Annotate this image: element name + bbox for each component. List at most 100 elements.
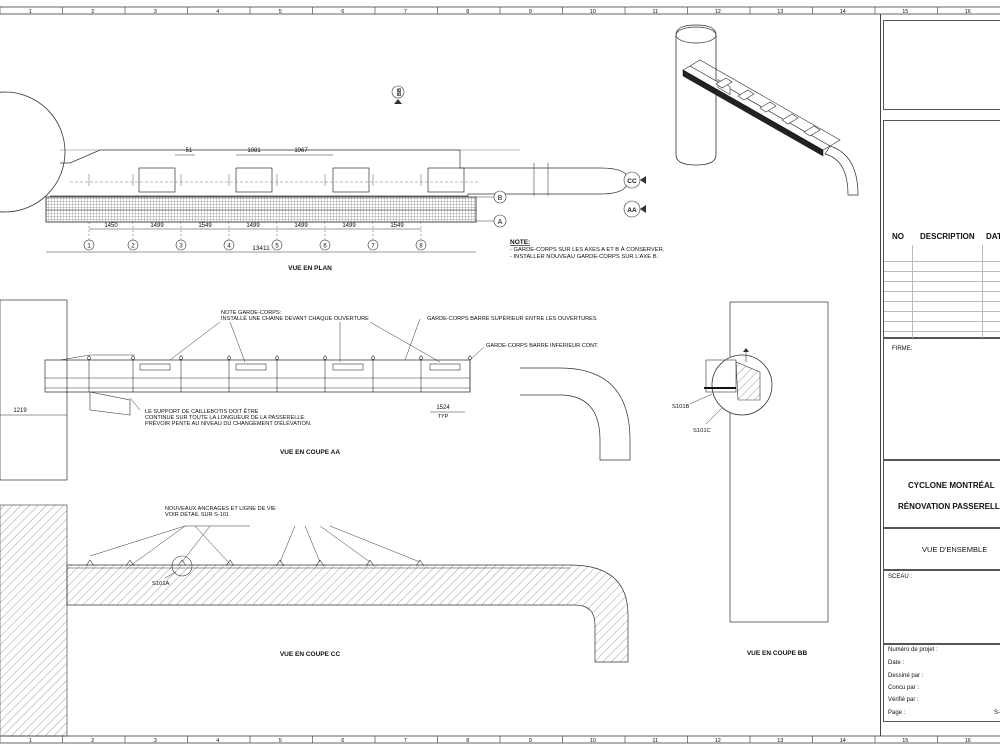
aa-note-support: PRÉVOIR PENTE AU NIVEAU DU CHANGEMENT D'…	[145, 420, 312, 427]
axis-number: 8	[419, 244, 423, 250]
plan-bay-dim: 1499	[246, 223, 260, 229]
seal-box: SCEAU :	[883, 570, 1000, 644]
section-aa-title: VUE EN COUPE AA	[280, 449, 340, 456]
svg-text:BB: BB	[397, 88, 403, 96]
column-label: 5	[279, 9, 282, 15]
firm-label: FIRME:	[892, 346, 913, 352]
section-marker-bb: BB	[391, 85, 405, 104]
section-cc-title: VUE EN COUPE CC	[280, 651, 341, 658]
axis-bubble	[83, 239, 95, 251]
column-label: 1	[29, 738, 32, 744]
plan-note-line: - GARDE-CORPS SUR LES AXES A ET B À CONS…	[510, 246, 665, 253]
field-date: Date :	[888, 660, 905, 666]
field-checked-by: Vérifié par :	[888, 697, 919, 703]
opening	[138, 167, 176, 193]
axis-bubble	[223, 239, 235, 251]
column-label: 16	[965, 738, 971, 744]
column-label: 2	[91, 738, 94, 744]
anchor-point	[177, 559, 187, 567]
aa-note-guardrail: INSTALLÉ UNE CHAINE DEVANT CHAQUE OUVERT…	[221, 315, 369, 322]
cc-note-anchors: NOUVEAUX ANCRAGES ET LIGNE DE VIE	[165, 506, 276, 512]
drawing-title: VUE D'ENSEMBLE	[922, 545, 988, 554]
section-marker-cc: CC	[623, 171, 646, 189]
column-label: 14	[840, 9, 846, 15]
aa-note-support: LE SUPPORT DE CAILLEBOTIS DOIT ÊTRE	[145, 407, 259, 415]
column-label: 1	[29, 9, 32, 15]
column-label: 3	[154, 738, 157, 744]
plan-note-title: NOTE:	[510, 239, 530, 246]
aa-dim-right-typ: TYP	[438, 414, 449, 420]
rev-header-description: DESCRIPTION	[920, 232, 975, 241]
plan-bay-dim: 1549	[198, 223, 212, 229]
axis-bubble	[415, 239, 427, 251]
plan-note-line: - INSTALLER NOUVEAU GARDE-CORPS SUR L'AX…	[510, 254, 659, 260]
column-label: 7	[404, 9, 407, 15]
detail-callout-circle	[171, 555, 193, 577]
axis-bubble-b	[493, 190, 507, 204]
anchor-point	[225, 559, 235, 567]
column-label: 14	[840, 738, 846, 744]
axis-bubble	[127, 239, 139, 251]
plan-bay-dim: 1499	[294, 223, 308, 229]
column-label: 8	[466, 738, 469, 744]
revision-table: NO DESCRIPTION DAT	[883, 120, 1000, 341]
anchor-point	[415, 559, 425, 567]
section-aa: NOTE GARDE-CORPS: INSTALLÉ UNE CHAINE DE…	[0, 299, 631, 481]
revision-row	[884, 291, 1000, 302]
field-designed-by: Concu par :	[888, 685, 920, 691]
column-label: 9	[529, 738, 532, 744]
column-label: 7	[404, 738, 407, 744]
section-marker-aa: AA	[623, 200, 646, 218]
aa-dim-left: 1219	[13, 408, 27, 414]
opening	[235, 167, 273, 193]
cyclone-body	[0, 299, 68, 481]
column-label: 15	[902, 9, 908, 15]
column-label: 2	[91, 9, 94, 15]
aa-note-top-bar: GARDE-CORPS BARRE SUPÉRIEUR ENTRE LES OU…	[427, 315, 597, 322]
project-name: CYCLONE MONTRÉAL	[908, 481, 995, 490]
opening	[427, 167, 465, 193]
plan-bay-dim: 1549	[390, 223, 404, 229]
opening	[332, 167, 370, 193]
aa-dim-right: 1524	[436, 405, 450, 411]
cyclone-hatched-wall	[0, 504, 68, 737]
seal-label: SCEAU :	[888, 574, 913, 580]
column-label: 15	[902, 738, 908, 744]
section-cc: S101A NOUVEAUX ANCRAGES ET LIGNE DE VIE …	[0, 504, 629, 737]
axis-number: 7	[371, 244, 375, 250]
column-label: 5	[279, 738, 282, 744]
axis-number: 5	[275, 244, 279, 250]
revision-row	[884, 301, 1000, 312]
axis-letter-b: B	[498, 195, 503, 202]
column-label: 3	[154, 9, 157, 15]
aa-note-guardrail: NOTE GARDE-CORPS:	[221, 310, 282, 316]
revision-row	[884, 261, 1000, 272]
grating	[45, 196, 477, 223]
axis-number: 1	[87, 244, 91, 250]
project-subtitle: RÉNOVATION PASSERELL	[898, 502, 1000, 511]
column-label: 13	[777, 738, 783, 744]
axis-bubble	[319, 239, 331, 251]
rev-header-no: NO	[892, 232, 904, 241]
column-label: 6	[341, 738, 344, 744]
cyclone-circle	[0, 91, 66, 213]
page-value: S-	[994, 710, 1000, 716]
plan-dim-top: 1081	[247, 148, 261, 154]
plan-bay-dim: 1450	[104, 223, 118, 229]
axis-bubble	[175, 239, 187, 251]
aa-note-bottom-bar: GARDE-CORPS BARRE INFÉRIEUR CONT.	[486, 342, 599, 349]
cc-note-anchors: VOIR DÉTAIL SUR S-101	[165, 511, 229, 518]
firm-box: FIRME:	[883, 338, 1000, 460]
svg-text:AA: AA	[627, 207, 637, 214]
column-label: 11	[652, 9, 658, 15]
axis-bubble	[367, 239, 379, 251]
axis-number: 4	[227, 244, 231, 250]
column-label: 12	[715, 738, 721, 744]
svg-text:CC: CC	[627, 178, 637, 185]
column-label: 10	[590, 9, 596, 15]
column-label: 9	[529, 9, 532, 15]
axis-bubble	[271, 239, 283, 251]
logo-box	[883, 20, 1000, 110]
